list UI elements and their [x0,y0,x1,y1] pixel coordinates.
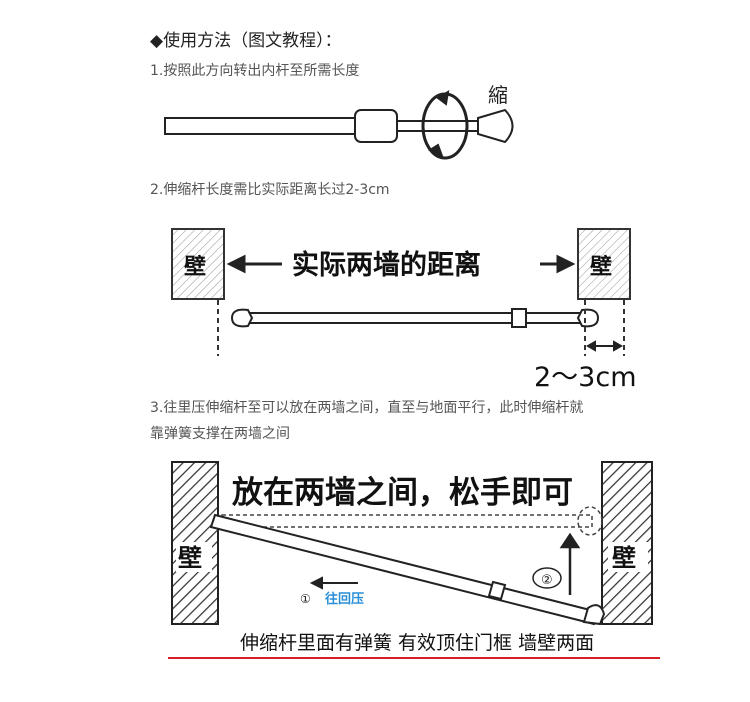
step-3-text-line1: 3.往里压伸缩杆至可以放在两墙之间，直至与地面平行，此时伸缩杆就 [150,400,584,416]
step-1-text: 1.按照此方向转出内杆至所需长度 [150,63,360,79]
step-2-marker: ② [541,573,553,588]
caption-underline [168,657,660,659]
distance-arrows [226,254,576,274]
right-wall-label: 壁 [590,254,612,280]
extra-length-label: 2～3cm [534,362,637,393]
step-3-text-line2: 靠弹簧支撑在两墙之间 [150,426,290,442]
step-1-marker: ① [300,592,311,606]
step-2-text: 2.伸缩杆长度需比实际距离长过2-3cm [150,182,390,198]
left-wall-label-3: 壁 [178,544,202,572]
gap-arrow-icon [585,340,624,352]
up-arrow-icon [559,532,581,595]
diagram-1-rod [164,90,514,160]
headline: 放在两墙之间，松手即可 [231,475,573,511]
end-cap [477,108,514,144]
distance-label: 实际两墙的距离 [292,249,481,281]
left-arrow-icon [309,576,358,590]
page-title: ◆使用方法（图文教程）： [150,31,342,51]
step-1-label: 往回压 [325,591,364,607]
inner-tube [396,120,483,132]
diagram-3-rod [209,513,606,626]
caption: 伸缩杆里面有弹簧 有效顶住门框 墙壁两面 [240,632,595,654]
outer-tube [164,117,361,135]
right-wall [577,228,631,300]
left-wall [171,228,225,300]
right-wall-label-3: 壁 [612,544,636,572]
left-wall-label: 壁 [184,254,206,280]
sleeve [354,109,398,143]
shrink-label: 縮 [488,83,508,107]
diagram-2-rod [230,308,600,328]
